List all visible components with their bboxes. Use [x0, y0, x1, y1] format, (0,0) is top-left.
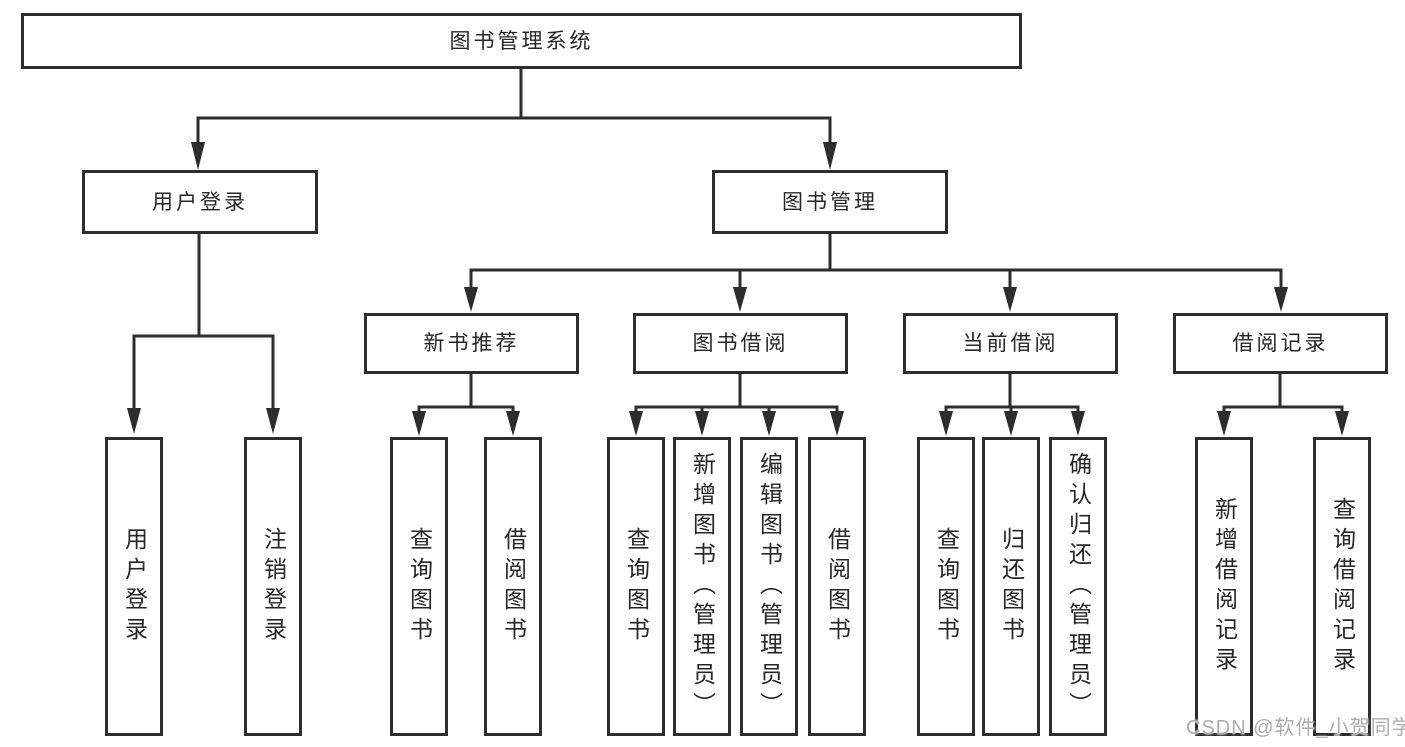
arrowhead: [762, 411, 776, 436]
connector-current-borrow-branch: [944, 374, 1080, 414]
arrowhead: [1274, 287, 1288, 312]
node-user-login: 用户登录: [82, 170, 318, 234]
node-label: 借阅图书: [824, 526, 851, 647]
watermark: CSDN @软件_小贺同学: [1186, 717, 1405, 739]
connector-book-management-to-level3: [469, 234, 1283, 290]
node-label: 注销登录: [260, 526, 287, 647]
node-label: 借阅图书: [500, 526, 527, 647]
arrowhead: [127, 408, 141, 434]
leaf-query-borrow-record: 查询借阅记录: [1313, 437, 1371, 736]
node-new-book-recommendation: 新书推荐: [364, 313, 579, 374]
arrowhead: [464, 287, 478, 312]
connector-book-borrow-branch: [634, 374, 839, 414]
arrowhead: [412, 411, 426, 436]
node-label: 查询图书: [406, 526, 433, 647]
arrowhead: [695, 411, 709, 436]
arrowhead: [823, 142, 837, 170]
arrowhead: [191, 142, 205, 170]
node-label: 用户登录: [152, 190, 248, 214]
connector-new-book-branch: [417, 374, 515, 414]
leaf-confirm-return-admin: 确认归还（管理员）: [1049, 437, 1107, 736]
arrowhead: [266, 408, 280, 434]
node-label: 用户登录: [121, 526, 148, 647]
arrowhead: [1217, 411, 1231, 436]
node-label: 借阅记录: [1232, 332, 1329, 355]
connector-borrow-records-branch: [1222, 374, 1344, 414]
leaf-borrow-books: 借阅图书: [808, 437, 866, 736]
arrowhead: [629, 411, 643, 436]
node-library-management-system: 图书管理系统: [21, 13, 1022, 69]
leaf-query-books-recommend: 查询图书: [390, 437, 448, 736]
node-label: 查询图书: [623, 526, 650, 647]
node-label: 图书管理系统: [449, 29, 594, 53]
node-label: 图书借阅: [692, 332, 789, 355]
node-label: 编辑图书（管理员）: [756, 451, 783, 722]
node-book-borrowing: 图书借阅: [633, 313, 848, 374]
node-label: 新书推荐: [423, 332, 520, 355]
arrowhead: [830, 411, 844, 436]
arrowhead: [1004, 411, 1018, 436]
leaf-query-books-current: 查询图书: [917, 437, 975, 736]
leaf-add-borrow-record: 新增借阅记录: [1195, 437, 1253, 736]
node-label: 新增借阅记录: [1211, 496, 1238, 677]
leaf-borrow-books-recommend: 借阅图书: [484, 437, 542, 736]
node-label: 查询借阅记录: [1329, 496, 1356, 677]
leaf-add-books-admin: 新增图书（管理员）: [673, 437, 731, 736]
leaf-edit-books-admin: 编辑图书（管理员）: [740, 437, 798, 736]
node-label: 图书管理: [782, 190, 878, 214]
leaf-logout: 注销登录: [244, 437, 302, 736]
leaf-user-login: 用户登录: [105, 437, 163, 736]
leaf-query-books-borrow: 查询图书: [607, 437, 665, 736]
node-label: 确认归还（管理员）: [1065, 451, 1092, 722]
leaf-return-books: 归还图书: [982, 437, 1040, 736]
arrowhead: [1003, 287, 1017, 312]
node-current-borrowing: 当前借阅: [903, 313, 1118, 374]
arrowhead: [939, 411, 953, 436]
arrowhead: [1071, 411, 1085, 436]
arrowhead: [733, 287, 747, 312]
connector-root-to-level2: [196, 69, 832, 144]
node-book-management: 图书管理: [712, 170, 948, 234]
arrowhead: [506, 411, 520, 436]
node-label: 当前借阅: [962, 332, 1059, 355]
node-label: 归还图书: [998, 526, 1025, 647]
node-label: 新增图书（管理员）: [689, 451, 716, 722]
node-label: 查询图书: [933, 526, 960, 647]
arrowhead: [1335, 411, 1349, 436]
connector-user-login-branch: [132, 234, 275, 410]
node-borrowing-records: 借阅记录: [1173, 313, 1388, 374]
